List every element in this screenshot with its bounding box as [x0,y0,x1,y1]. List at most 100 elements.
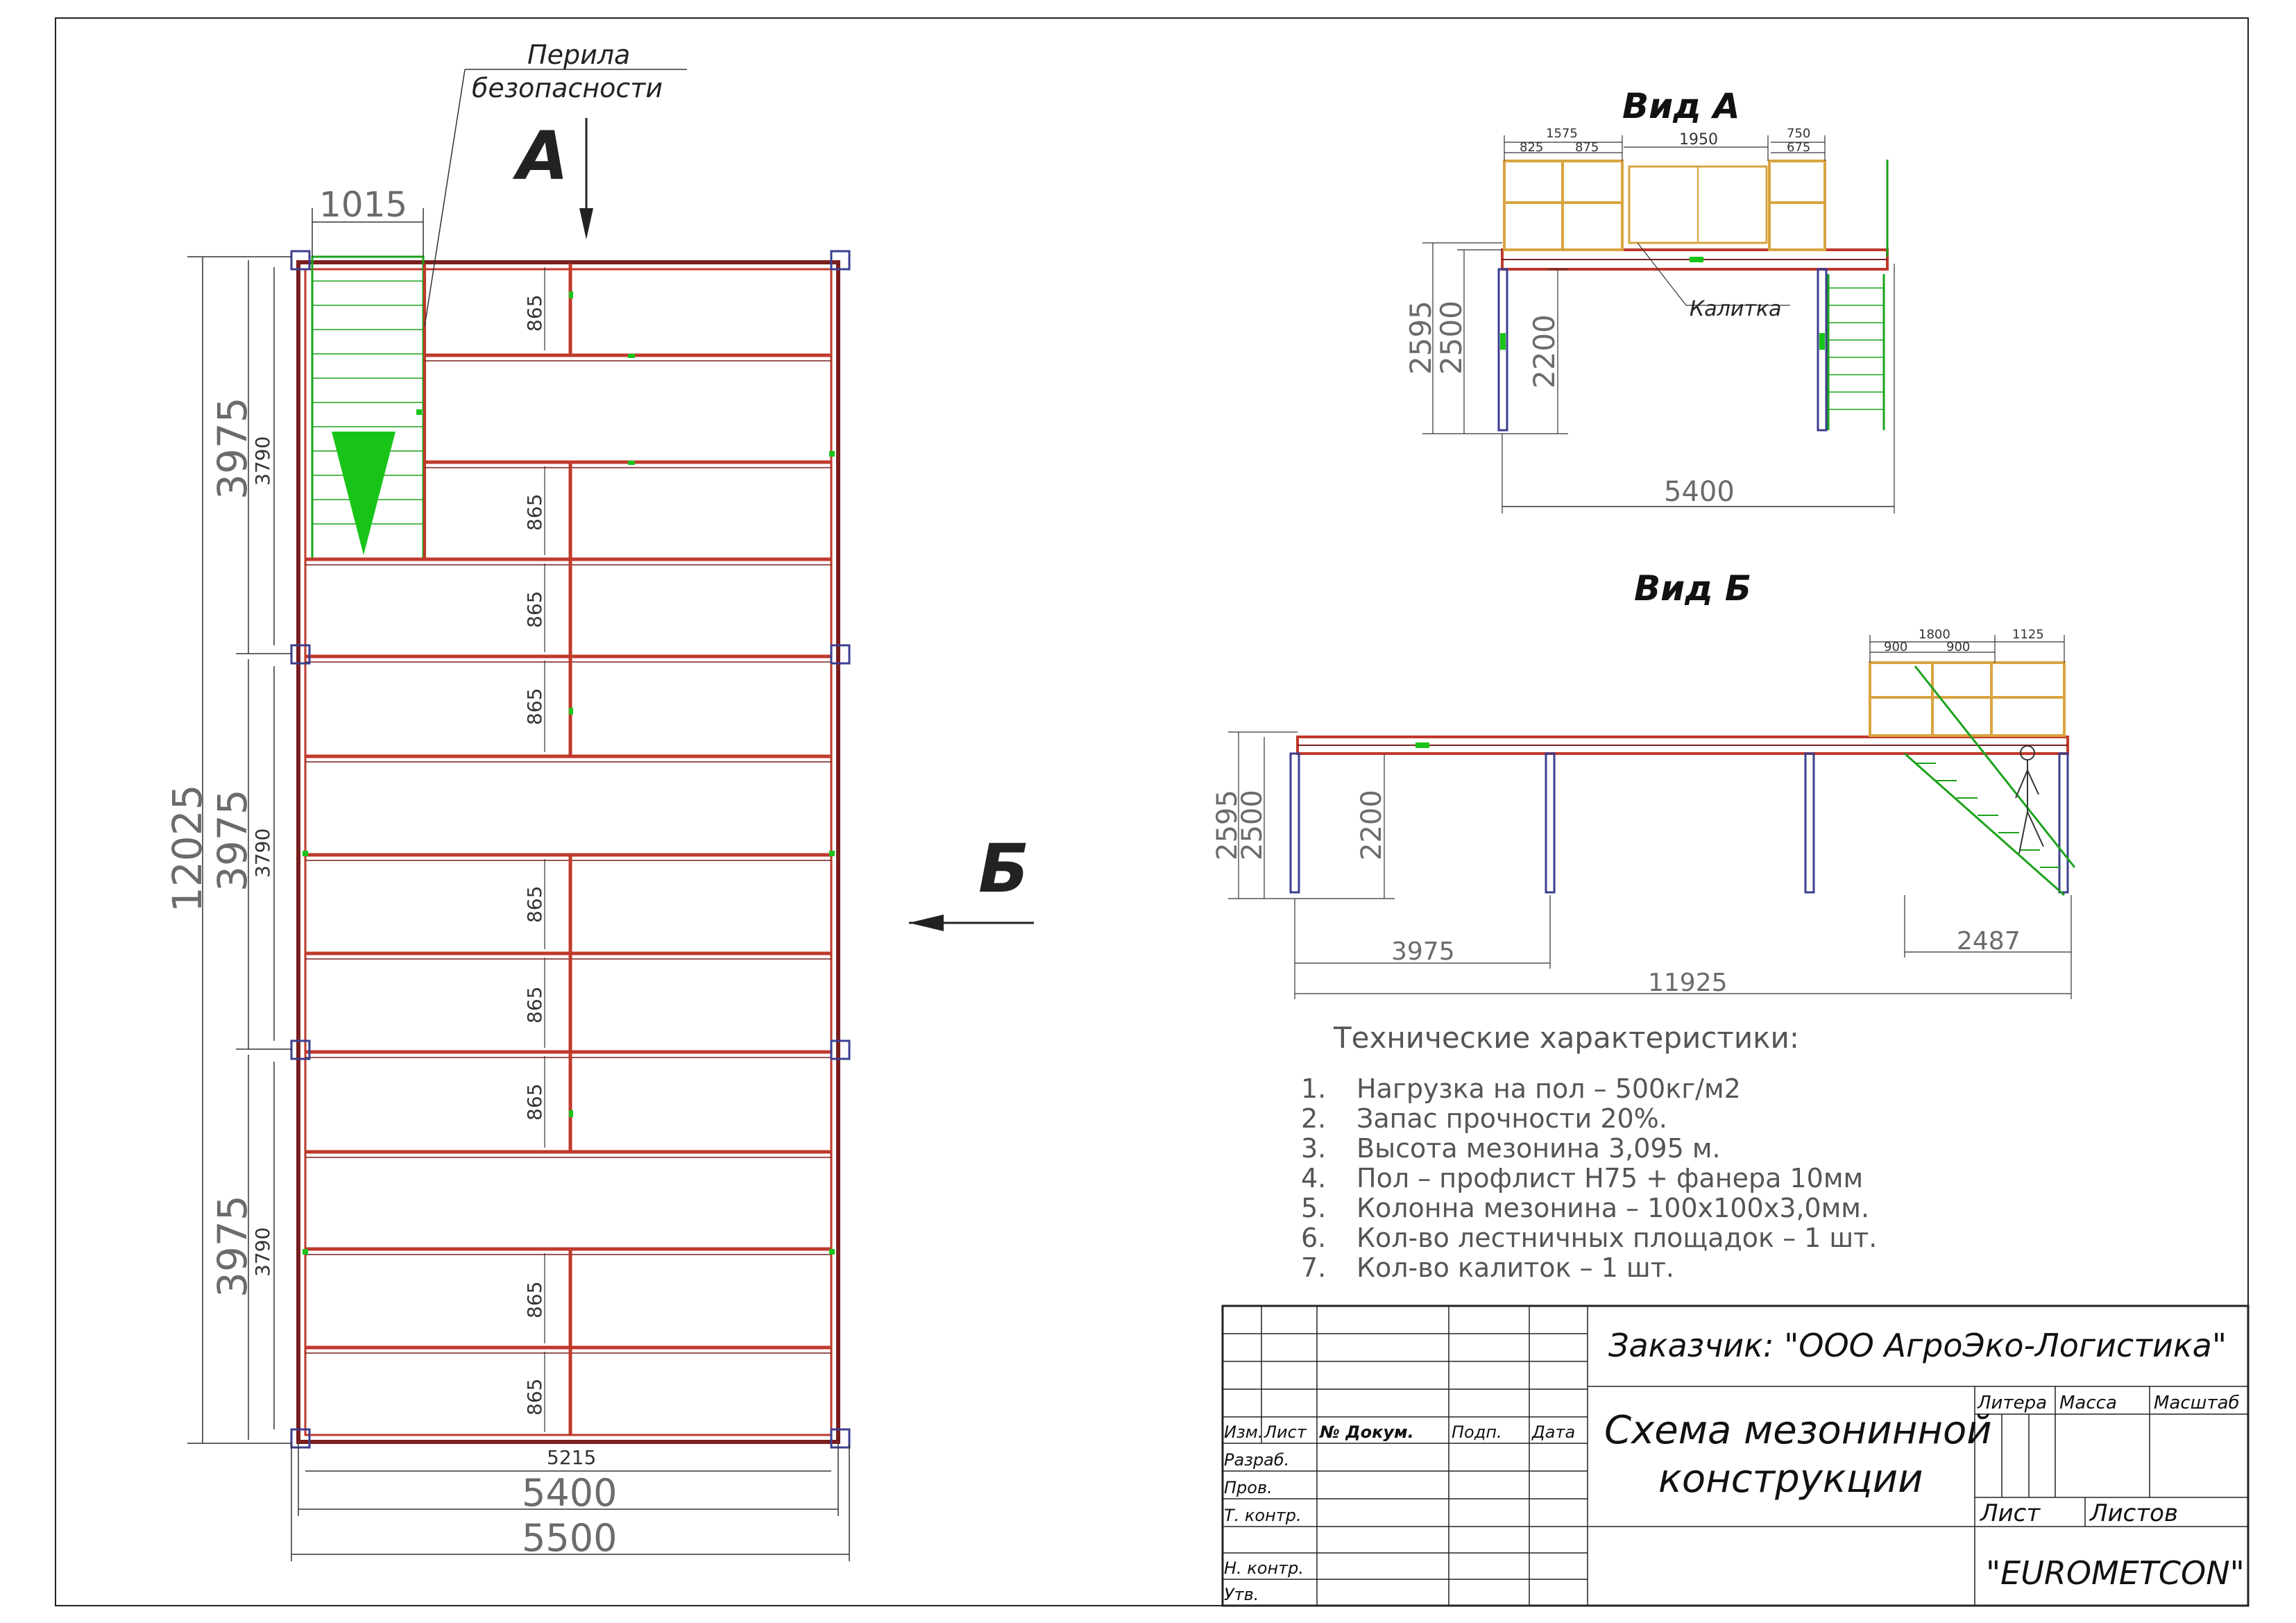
tb-sheets: Листов [2089,1499,2178,1527]
view-a-dim-750: 750 [1787,126,1810,141]
plan-view-arrow-a-label: А [512,117,568,195]
view-a-deck-label [1690,257,1703,262]
tb-col-doc: № Докум. [1319,1422,1414,1442]
tb-row-razrab: Разраб. [1224,1450,1289,1470]
view-b-dim-height-total: 2595 [1211,790,1243,860]
view-a-dim-height-total: 2595 [1404,300,1438,375]
tb-litera: Литера [1977,1393,2047,1413]
tb-row-tkontr: Т. контр. [1224,1506,1302,1525]
spec-item-5-num: 5. [1301,1193,1326,1223]
tb-sheet: Лист [1979,1499,2041,1527]
view-b-dim-900-a: 900 [1884,640,1907,654]
tb-col-izm: Изм. [1224,1422,1263,1442]
plan-dim-bay-outer-3: 3975 [209,1195,256,1298]
plan-dim-bay-inner-1: 3790 [251,436,274,486]
spec-item-3-num: 3. [1301,1133,1326,1164]
spec-item-4-text: Пол – профлист Н75 + фанера 10мм [1357,1163,1863,1193]
tb-title-2: конструкции [1658,1456,1923,1502]
plan-columns [290,250,851,1449]
view-a-stair [1827,160,1889,430]
plan-stair-down-arrow-icon [332,432,396,555]
plan-view: Перила безопасности А Б 1015 [164,40,1034,1561]
view-b: Вид Б [1211,568,2076,999]
tb-masshtab: Масштаб [2154,1393,2240,1413]
plan-cross-beam-doubles [305,360,831,1354]
plan-dim-width-outer: 5500 [522,1516,617,1560]
view-a-dim-1950: 1950 [1679,131,1718,148]
view-a: Вид А [1404,86,1895,513]
sheet-border [55,17,2249,1606]
tb-company: "EUROMETCON" [1986,1554,2245,1592]
plan-dim-stair-width: 1015 [319,185,407,225]
title-block: Заказчик: "ООО АгроЭко-Логистика" Схема … [1221,1305,2250,1607]
plan-dim-width-mid: 5400 [522,1471,617,1515]
plan-dim-joist-9: 865 [523,1379,546,1416]
view-a-column-right [1817,268,1828,432]
view-b-dim-bay: 3975 [1391,937,1455,966]
plan-dim-total-length: 12025 [164,784,211,912]
title-block-frame [1221,1305,2250,1607]
plan-dim-joist-5: 865 [523,886,546,923]
view-a-dim-675: 675 [1787,140,1810,155]
tb-row-nkontr: Н. контр. [1224,1558,1304,1578]
spec-item-3-text: Высота мезонина 3,095 м. [1357,1133,1721,1164]
tb-col-sign: Подп. [1452,1422,1502,1442]
plan-dim-joist-2: 865 [523,494,546,531]
view-b-dim-height-deck: 2500 [1236,790,1268,860]
tb-massa: Масса [2059,1393,2117,1413]
tb-col-list: Лист [1264,1422,1307,1442]
view-a-dim-width: 5400 [1664,476,1735,508]
plan-dim-width-inner: 5215 [547,1446,596,1469]
plan-view-arrow-a-head [579,208,593,239]
view-b-title: Вид Б [1634,568,1751,609]
plan-bottom-dimension-lines [291,1443,850,1561]
view-a-title: Вид А [1622,86,1740,126]
plan-railing-label-1: Перила [527,40,630,70]
plan-view-arrow-b-head [909,915,944,931]
spec-item-6-text: Кол-во лестничных площадок – 1 шт. [1357,1223,1877,1253]
view-a-gate-label: Калитка [1690,297,1781,321]
plan-view-arrow-b-label: Б [978,830,1029,908]
plan-dim-joist-4: 865 [523,688,546,725]
plan-dim-bay-outer-1: 3975 [209,397,256,500]
spec-item-7-text: Кол-во калиток – 1 шт. [1357,1252,1674,1283]
view-a-dim-875: 875 [1575,140,1599,155]
view-b-dim-length: 11925 [1648,969,1728,997]
specs-title: Технические характеристики: [1333,1021,1799,1055]
plan-dim-bay-outer-2: 3975 [209,789,256,892]
plan-railing-label-2: безопасности [472,73,663,103]
tb-title-1: Схема мезонинной [1604,1408,1992,1453]
view-a-railings [1503,160,1826,251]
plan-frame [296,260,840,1444]
spec-item-1-text: Нагрузка на пол – 500кг/м2 [1357,1073,1741,1104]
plan-dim-joist-8: 865 [523,1282,546,1318]
plan-connection-markers [303,291,835,1255]
view-a-stair-treads [1828,287,1884,410]
view-b-dim-stair: 2487 [1957,927,2021,955]
view-a-dim-825: 825 [1520,140,1543,155]
view-a-dim-clear: 2200 [1527,314,1561,389]
tb-col-date: Дата [1531,1422,1575,1442]
spec-item-1-num: 1. [1301,1073,1326,1104]
spec-item-4-num: 4. [1301,1163,1326,1193]
view-b-columns [1289,752,2069,894]
spec-item-2-text: Запас прочности 20%. [1357,1103,1667,1134]
view-b-dim-900-b: 900 [1946,640,1970,654]
view-a-dim-height-deck: 2500 [1434,300,1468,375]
plan-railing-leader [424,69,466,327]
spec-item-5-text: Колонна мезонина – 100х100х3,0мм. [1357,1193,1869,1223]
plan-dim-bay-inner-2: 3790 [251,829,274,878]
tb-row-utv: Утв. [1224,1585,1259,1604]
view-b-railing [1869,661,2066,737]
spec-item-2-num: 2. [1301,1103,1326,1134]
plan-dim-joist-1: 865 [523,295,546,332]
view-b-stair [1904,665,2076,897]
view-a-column-left [1497,268,1508,432]
plan-cross-beams [305,353,831,1350]
specifications: Технические характеристики: 1. Нагрузка … [1301,1021,1877,1283]
view-b-dim-1125: 1125 [2012,627,2044,642]
view-b-dim-clear: 2200 [1356,790,1388,860]
plan-dim-joist-3: 865 [523,591,546,628]
view-a-dim-1575: 1575 [1546,126,1578,141]
